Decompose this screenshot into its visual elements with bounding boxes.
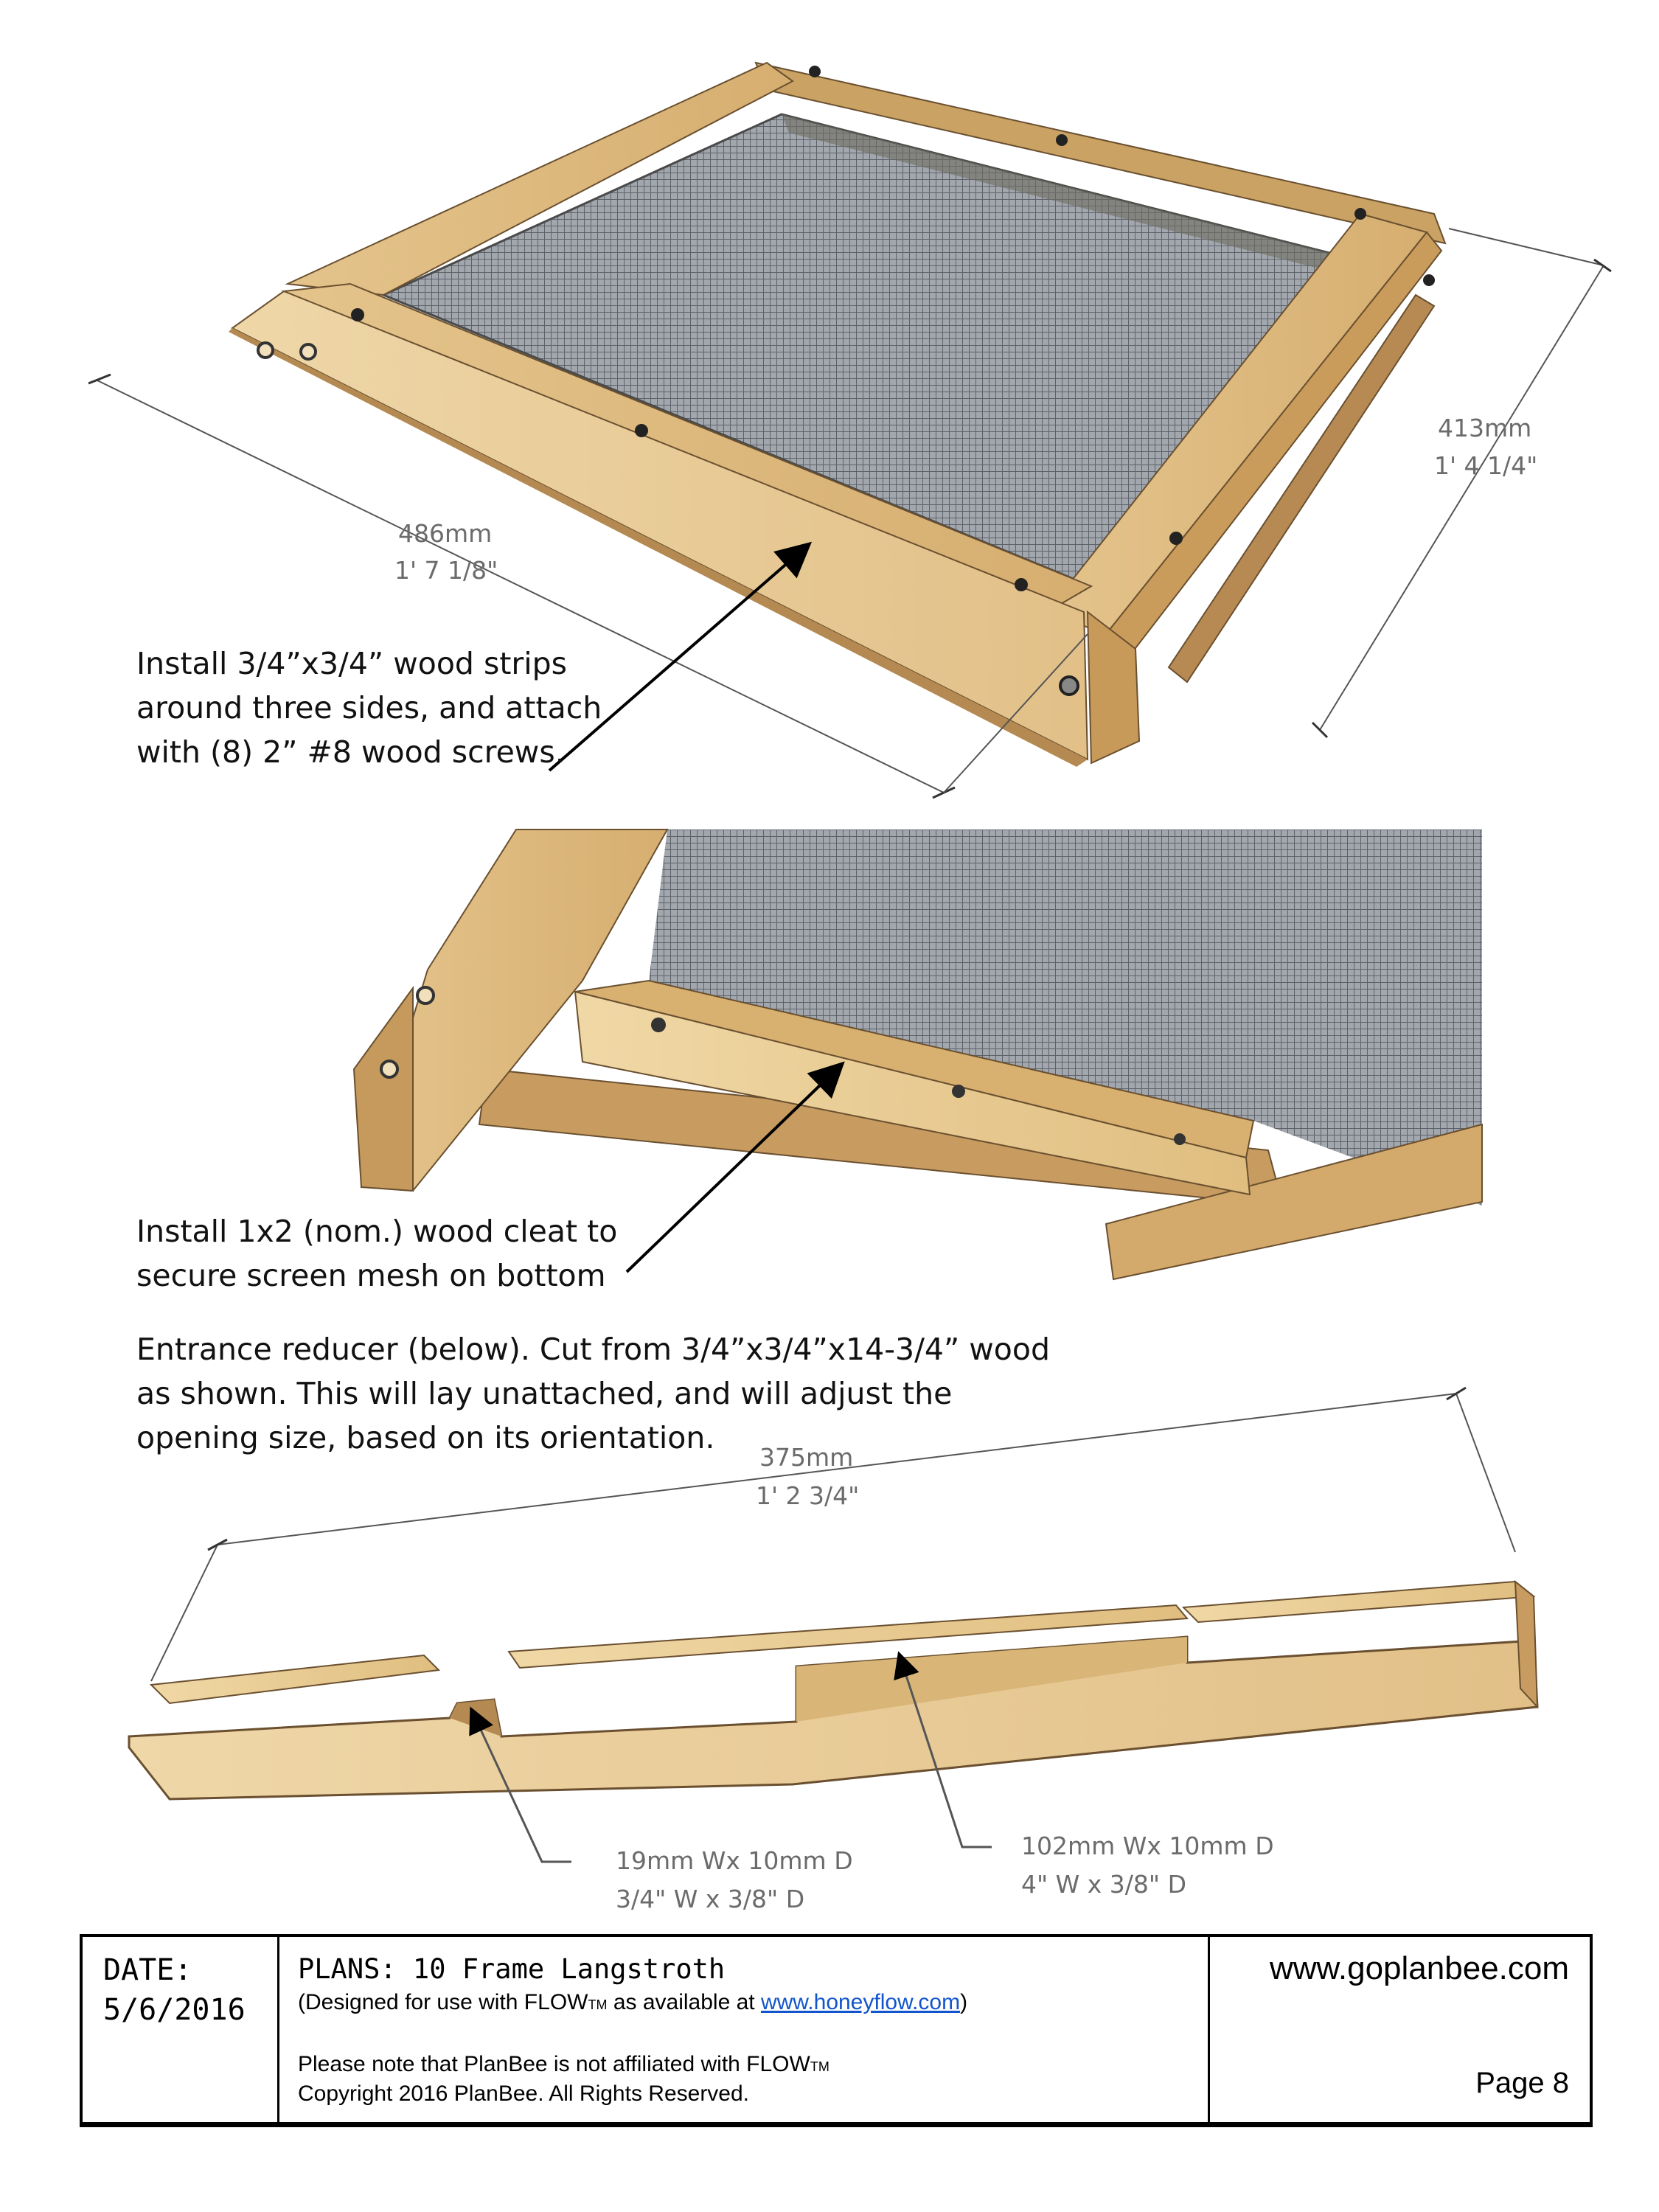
website-cell: www.goplanbee.com Page 8: [1208, 1937, 1590, 2122]
note-line: Please note that PlanBee is not affiliat…: [298, 2052, 810, 2076]
cleat-callout: Install 1x2 (nom.) wood cleat to secure …: [136, 1209, 617, 1298]
large-notch-imperial-label: 4" W x 3/8" D: [1021, 1870, 1186, 1899]
large-notch-metric-label: 102mm Wx 10mm D: [1021, 1832, 1274, 1860]
date-value: 5/6/2016: [103, 1993, 246, 2027]
reducer-callout: Entrance reducer (below). Cut from 3/4”x…: [136, 1327, 1050, 1460]
entrance-reducer-illustration: 375mm 1' 2 3/4" 19mm Wx 10mm D 3/4" W x …: [128, 1386, 1539, 1913]
screened-frame-illustration: 486mm 1' 7 1/8" 413mm 1' 4 1/4": [88, 61, 1612, 799]
reducer-callout-line: as shown. This will lay unattached, and …: [136, 1376, 953, 1411]
cleat-closeup-illustration: [352, 829, 1483, 1281]
reducer-callout-line: Entrance reducer (below). Cut from 3/4”x…: [136, 1332, 1050, 1367]
trademark-mark: TM: [810, 2059, 830, 2074]
designed-middle: as available at: [607, 1990, 761, 2014]
strips-callout: Install 3/4”x3/4” wood strips around thr…: [136, 641, 602, 774]
length-metric-label: 486mm: [398, 519, 492, 548]
reducer-length-imperial-label: 1' 2 3/4": [756, 1481, 859, 1510]
width-metric-label: 413mm: [1438, 414, 1531, 442]
strips-callout-line: with (8) 2” #8 wood screws.: [136, 734, 565, 770]
plans-title: PLANS: 10 Frame Langstroth: [298, 1953, 726, 1985]
length-imperial-label: 1' 7 1/8": [394, 556, 498, 585]
strips-callout-line: Install 3/4”x3/4” wood strips: [136, 646, 568, 681]
width-imperial-label: 1' 4 1/4": [1434, 451, 1537, 480]
reducer-length-metric-label: 375mm: [759, 1443, 853, 1472]
page-number: Page 8: [1475, 2067, 1569, 2099]
designed-suffix: ): [960, 1990, 968, 2014]
designed-for-note: (Designed for use with FLOWTM as availab…: [298, 1990, 967, 2017]
trademark-mark: TM: [588, 1997, 608, 2012]
copyright-note: Copyright 2016 PlanBee. All Rights Reser…: [298, 2081, 750, 2106]
designed-prefix: (Designed for use with FLOW: [298, 1990, 588, 2014]
website-url: www.goplanbee.com: [1269, 1950, 1569, 1986]
small-notch-metric-label: 19mm Wx 10mm D: [616, 1846, 853, 1875]
date-cell: DATE: 5/6/2016: [83, 1937, 279, 2122]
small-notch-imperial-label: 3/4" W x 3/8" D: [616, 1885, 804, 1913]
title-block: DATE: 5/6/2016 PLANS: 10 Frame Langstrot…: [80, 1934, 1593, 2127]
reducer-callout-line: opening size, based on its orientation.: [136, 1420, 715, 1455]
cleat-callout-line: secure screen mesh on bottom: [136, 1258, 606, 1293]
cleat-callout-line: Install 1x2 (nom.) wood cleat to: [136, 1214, 618, 1249]
plans-cell: PLANS: 10 Frame Langstroth (Designed for…: [277, 1937, 1210, 2122]
strips-callout-line: around three sides, and attach: [136, 690, 602, 726]
date-label: DATE:: [103, 1953, 192, 1987]
honeyflow-link[interactable]: www.honeyflow.com: [760, 1990, 961, 2014]
affiliation-note: Please note that PlanBee is not affiliat…: [298, 2052, 830, 2079]
